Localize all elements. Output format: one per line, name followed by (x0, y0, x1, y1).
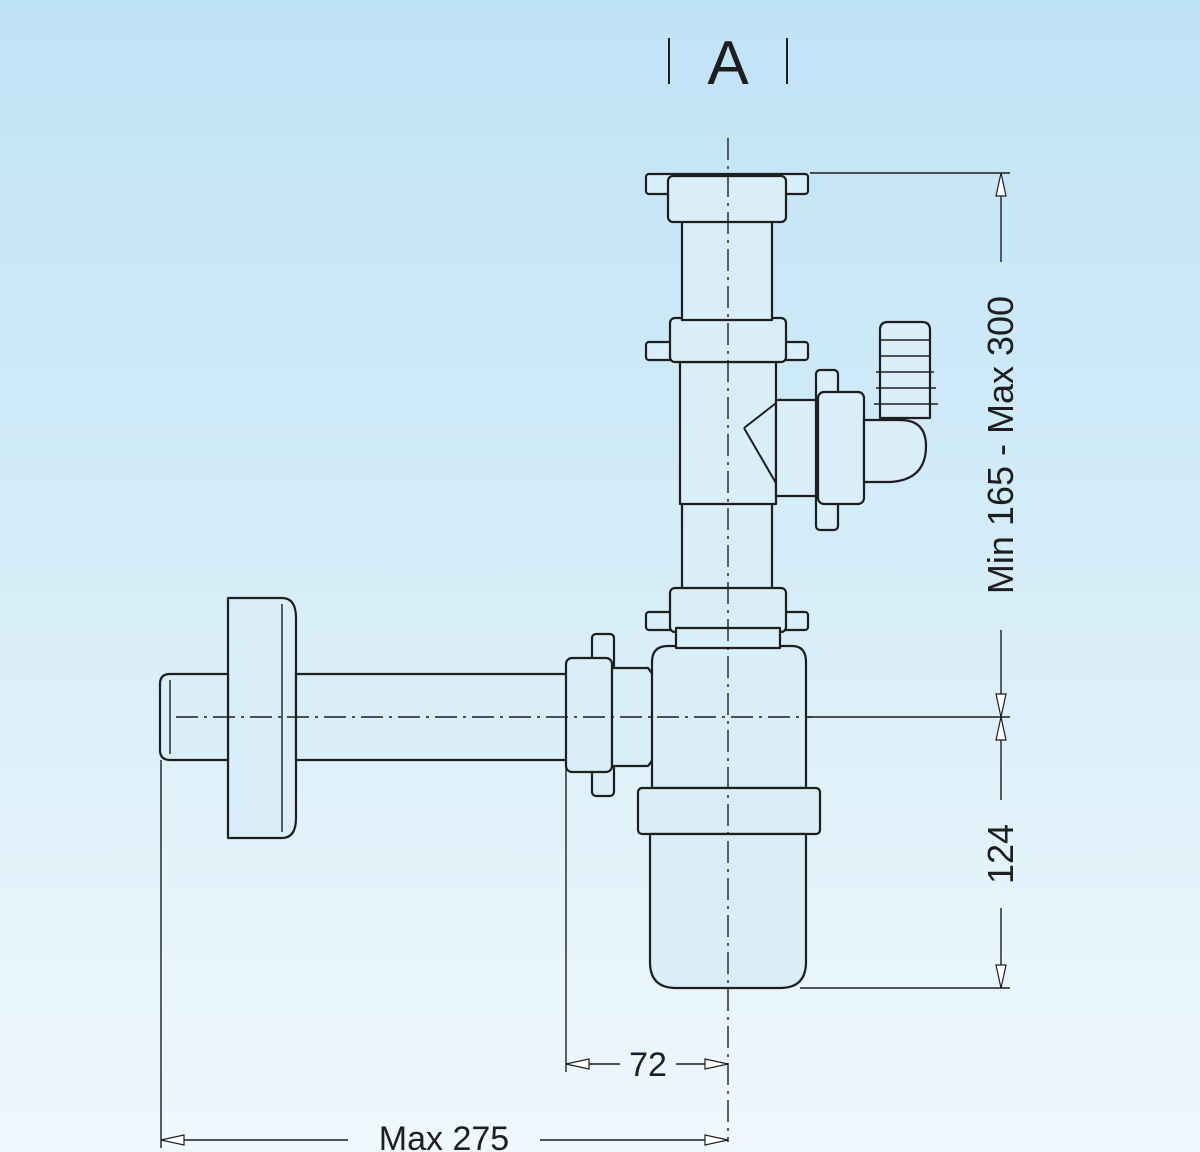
dimension-trap-depth: 124 (980, 716, 1021, 989)
trap-depth-label: 124 (980, 824, 1021, 884)
view-marker: A (668, 29, 788, 98)
lower-tailpiece (644, 498, 810, 650)
offset-label: 72 (629, 1046, 667, 1084)
view-label: A (707, 29, 749, 98)
wall-rosette (226, 596, 298, 840)
bottle-trap-body (636, 644, 822, 990)
center-lines (176, 138, 812, 1142)
extension-lines (160, 172, 1010, 1148)
hose-barb-elbow (862, 320, 938, 484)
upper-tailpiece (644, 172, 810, 322)
dimension-height-range: Min 165 - Max 300 (980, 172, 1021, 718)
dimension-offset: 72 (565, 1046, 729, 1084)
branch-union-nut (814, 368, 866, 532)
outlet-union-nut (564, 632, 616, 798)
max-length-label: Max 275 (379, 1120, 509, 1152)
height-range-label: Min 165 - Max 300 (980, 296, 1021, 594)
dimension-max-length: Max 275 (160, 1120, 729, 1152)
tee-fitting (644, 316, 824, 506)
